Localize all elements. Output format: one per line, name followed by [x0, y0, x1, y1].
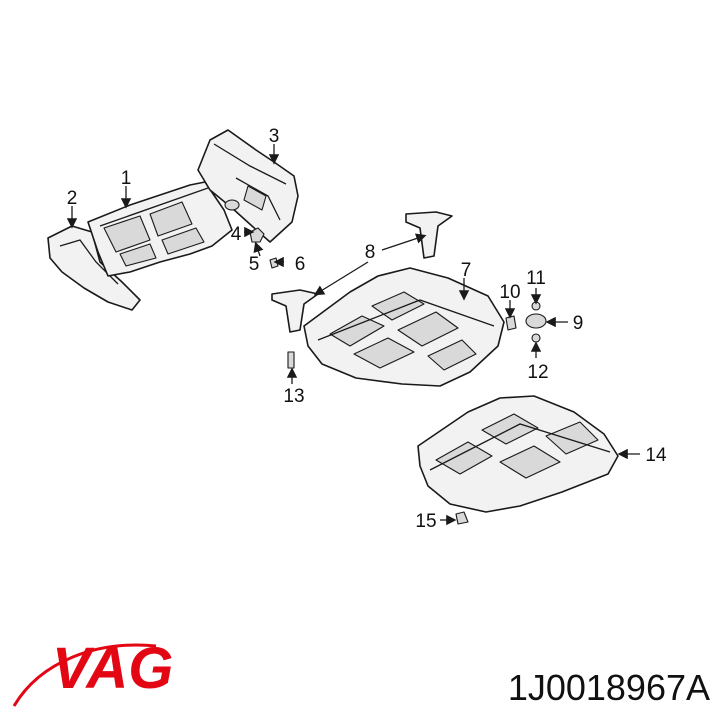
callout-11: 11 — [526, 268, 546, 289]
vag-logo: VAG — [12, 636, 173, 707]
callout-10: 10 — [499, 282, 520, 303]
part-3-side-shield — [197, 129, 299, 243]
callout-4: 4 — [231, 224, 242, 245]
part-7-skid-plate — [303, 267, 505, 387]
callout-12: 12 — [527, 362, 548, 383]
part-11-screw — [531, 301, 541, 311]
logo-text: VAG — [52, 636, 173, 701]
part-12-nut — [531, 333, 541, 343]
part-13-bolt — [287, 351, 295, 369]
part-8-bracket-upper — [405, 211, 453, 259]
part-15-clip — [455, 511, 469, 525]
part-8-bracket-lower — [271, 289, 319, 333]
callout-5: 5 — [249, 254, 260, 275]
part-10-clip — [505, 315, 517, 331]
callout-2: 2 — [67, 188, 78, 209]
callout-15: 15 — [415, 511, 436, 532]
part-4-clip — [224, 199, 240, 211]
callout-13: 13 — [283, 386, 304, 407]
callout-9: 9 — [573, 313, 584, 334]
part-6-screw — [269, 257, 279, 269]
callout-1: 1 — [121, 168, 132, 189]
callout-7: 7 — [461, 260, 472, 281]
part-9-mount — [525, 313, 547, 329]
callout-3: 3 — [269, 126, 280, 147]
part-number: 1J0018967A — [508, 667, 710, 708]
callout-14: 14 — [645, 445, 667, 466]
part-14-lower-plate — [417, 395, 619, 513]
callout-8: 8 — [365, 242, 376, 263]
callout-6: 6 — [295, 254, 306, 275]
part-1-undertray-left — [87, 181, 233, 277]
